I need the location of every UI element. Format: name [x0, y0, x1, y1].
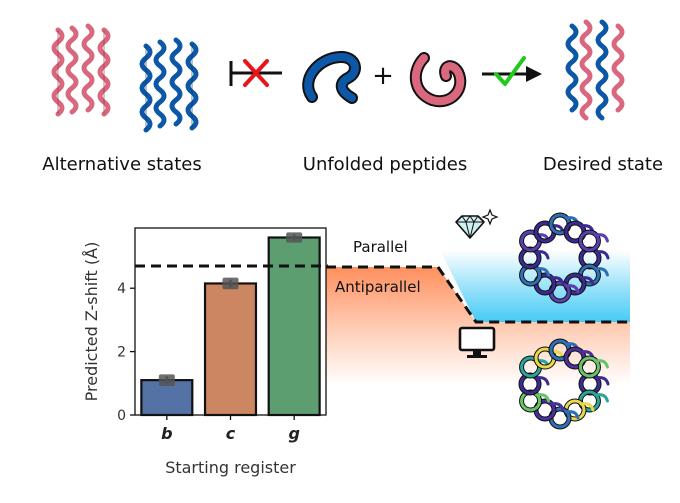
diamond-sparkle-icon: [455, 208, 499, 239]
allowed-arrow-icon: [482, 56, 542, 86]
label-desired-state: Desired state: [543, 154, 663, 175]
check-icon: [494, 56, 526, 86]
label-unfolded-peptides: Unfolded peptides: [303, 154, 467, 175]
y-axis-ticks: 0 2 4: [117, 281, 135, 424]
x-tick-label-c: c: [226, 424, 236, 443]
x-tick-label-b: b: [161, 424, 172, 443]
blue-peptide-icon: [302, 51, 361, 104]
cross-icon: [243, 59, 269, 87]
error-bar-b: [158, 374, 175, 386]
y-axis-label: Predicted Z-shift (Å): [82, 242, 101, 402]
y-tick-label: 2: [117, 345, 126, 361]
label-alternative-states: Alternative states: [42, 154, 201, 175]
plus-sign: +: [372, 61, 394, 91]
antiparallel-label: Antiparallel: [335, 278, 421, 296]
error-bar-g: [286, 232, 303, 243]
bar-g: [267, 236, 321, 417]
mixed-helix-bundle-icon: [565, 19, 625, 121]
y-tick-label: 4: [117, 281, 126, 297]
x-axis-label: Starting register: [165, 458, 296, 477]
energy-path-line: [326, 265, 630, 324]
pink-helix-bundle-icon: [51, 23, 111, 117]
parallel-label: Parallel: [353, 238, 408, 256]
bars: [140, 232, 321, 417]
z-shift-bar-chart: 0 2 4 b c g Starting register Predicted Z-sh…: [82, 227, 328, 477]
blue-helix-bundle-icon: [139, 37, 199, 133]
computer-monitor-icon: [458, 326, 496, 358]
hexamer-bundle-bottom-icon: [518, 338, 610, 430]
blocked-arrow-icon: [229, 59, 282, 87]
bar-c: [203, 282, 258, 417]
hexamer-bundle-top-icon: [518, 212, 610, 304]
error-bar-c: [222, 277, 239, 290]
pink-peptide-icon: [409, 52, 467, 108]
x-tick-label-g: g: [288, 424, 299, 443]
y-tick-label: 0: [117, 408, 126, 424]
